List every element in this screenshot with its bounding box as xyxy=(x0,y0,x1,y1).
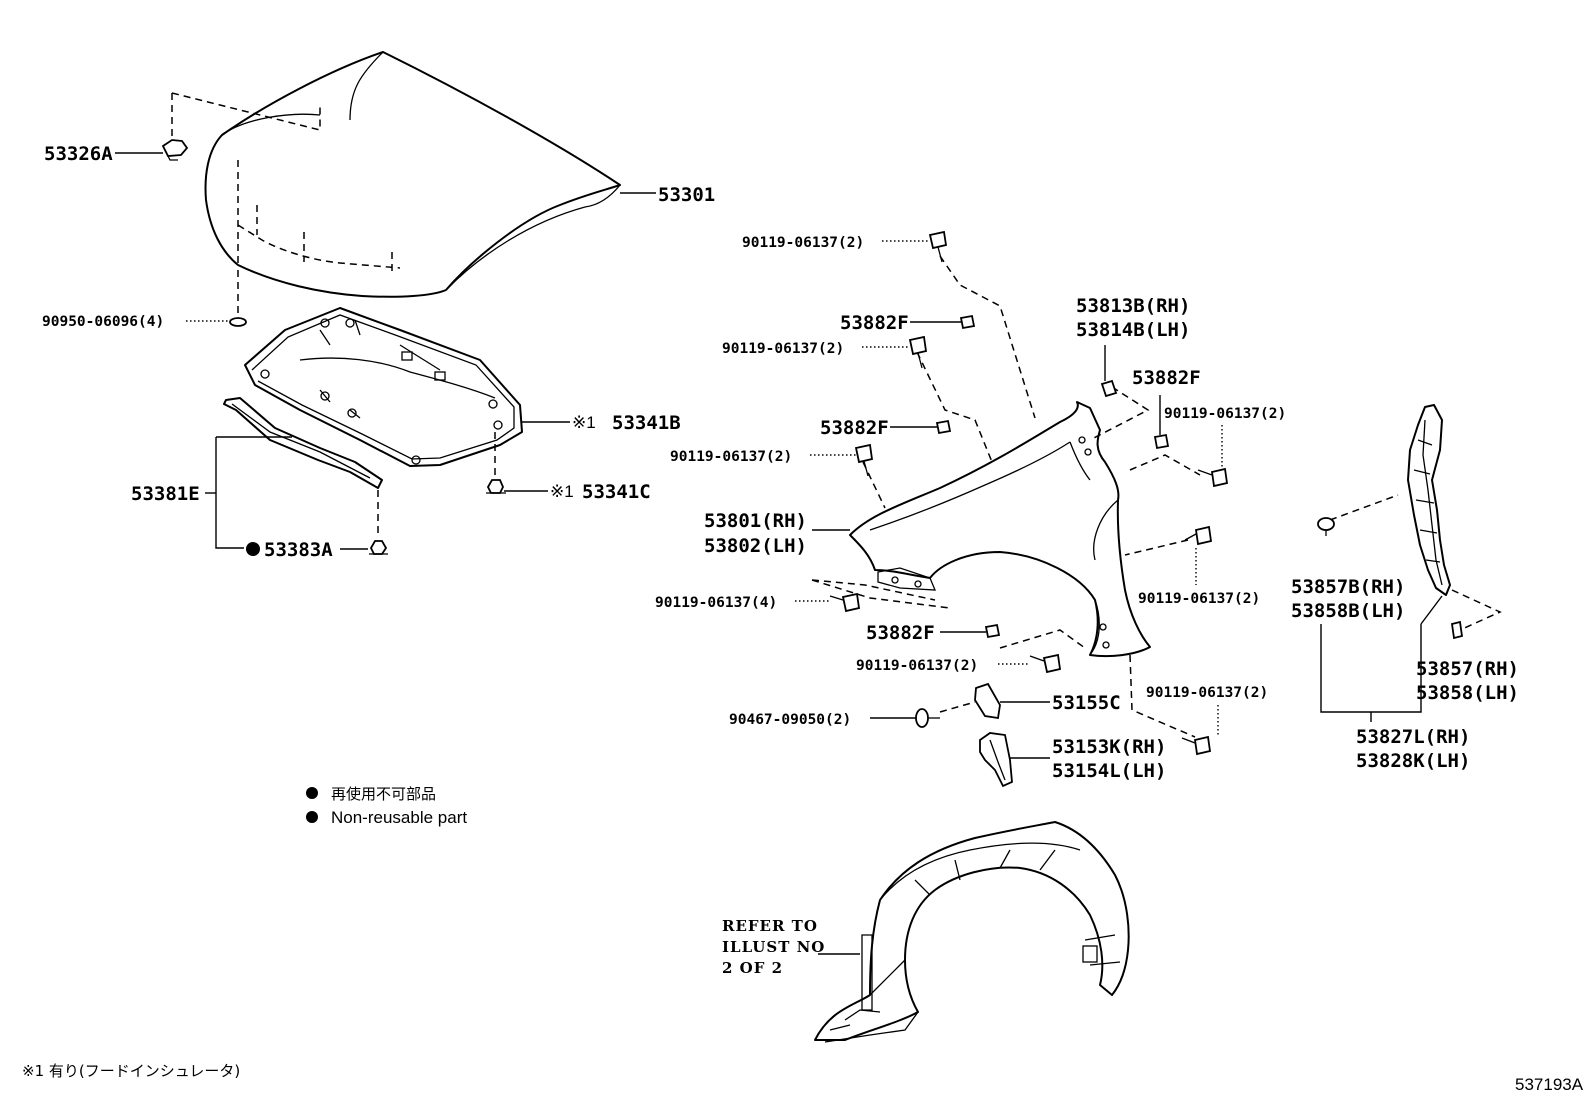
bolt-90119-6 xyxy=(1197,467,1229,488)
marker-53341b: ※1 xyxy=(572,413,596,432)
label-bolt-5: 90119-06137(2) xyxy=(856,658,978,674)
seal-53155c xyxy=(974,682,1001,720)
label-53155c: 53155C xyxy=(1052,692,1121,714)
insulator-clip-53341c xyxy=(486,432,506,494)
hood-clip-90950 xyxy=(229,270,247,327)
hood-insulator-53341b xyxy=(244,307,523,467)
label-53153k: 53153K(RH) xyxy=(1052,736,1166,758)
hood-seal-53381e xyxy=(223,397,383,489)
legend-dot-jp xyxy=(306,787,318,799)
label-90950: 90950-06096(4) xyxy=(42,314,164,330)
nut-53882f-1 xyxy=(959,314,976,330)
label-53828k: 53828K(LH) xyxy=(1356,750,1470,772)
marker-53341c: ※1 xyxy=(550,482,574,501)
refer-line-3: 2 OF 2 xyxy=(722,959,783,977)
label-bolt-4: 90119-06137(4) xyxy=(655,595,777,611)
label-53326a: 53326A xyxy=(44,143,113,165)
bolt-90119-2 xyxy=(908,335,928,369)
label-53857: 53857(RH) xyxy=(1416,658,1519,680)
label-53858b: 53858B(LH) xyxy=(1291,600,1405,622)
nut-53882f-2 xyxy=(935,419,952,435)
nut-53882f-4 xyxy=(1153,433,1170,450)
label-fender-lh: 53802(LH) xyxy=(704,535,807,557)
nonreusable-dot-53383a xyxy=(246,542,260,556)
bolt-90119-3 xyxy=(854,443,874,477)
bolt-90119-7 xyxy=(1184,525,1213,546)
fender-liner xyxy=(814,821,1130,1043)
label-53154l: 53154L(LH) xyxy=(1052,760,1166,782)
diagram-id: 537193A xyxy=(1515,1075,1584,1094)
refer-line-1: REFER TO xyxy=(722,917,818,935)
legend-jp: 再使用不可部品 xyxy=(331,785,436,803)
bolt-90119-4 xyxy=(829,592,861,613)
label-bolt-3: 90119-06137(2) xyxy=(670,449,792,465)
legend-dot-en xyxy=(306,811,318,823)
label-53341c: 53341C xyxy=(582,481,651,503)
label-53827l: 53827L(RH) xyxy=(1356,726,1470,748)
fender-seal-53827l xyxy=(1407,404,1451,596)
front-fender xyxy=(849,401,1151,658)
label-fender-rh: 53801(RH) xyxy=(704,510,807,532)
label-bolt-6: 90119-06137(2) xyxy=(1164,406,1286,422)
seal-53153k xyxy=(979,732,1013,788)
label-53813b: 53813B(RH) xyxy=(1076,295,1190,317)
label-bolt-8: 90119-06137(2) xyxy=(1146,685,1268,701)
bolt-90119-1 xyxy=(928,230,948,263)
label-53882f-3: 53882F xyxy=(866,622,935,644)
hood-hinge-dashline xyxy=(171,92,321,140)
label-53381e: 53381E xyxy=(131,483,200,505)
spacer-53813b xyxy=(1100,379,1118,398)
clip-53857 xyxy=(1450,620,1464,640)
footnote: ※1 有り(フードインシュレータ) xyxy=(22,1062,240,1080)
label-53383a: 53383A xyxy=(264,539,333,561)
legend-en: Non-reusable part xyxy=(331,808,467,827)
bolt-90119-5 xyxy=(1029,653,1062,674)
label-53882f-1: 53882F xyxy=(840,312,909,334)
seal-clip-53383a xyxy=(369,490,388,555)
label-53301: 53301 xyxy=(658,184,715,206)
label-53882f-4: 53882F xyxy=(1132,367,1201,389)
label-53857b: 53857B(RH) xyxy=(1291,576,1405,598)
clip-53857b xyxy=(1317,517,1335,536)
label-53341b: 53341B xyxy=(612,412,681,434)
label-bolt-2: 90119-06137(2) xyxy=(722,341,844,357)
label-53858: 53858(LH) xyxy=(1416,682,1519,704)
clip-90467 xyxy=(915,708,940,728)
nut-53882f-3 xyxy=(984,623,1001,639)
label-bolt-7: 90119-06137(2) xyxy=(1138,591,1260,607)
bolt-90119-8 xyxy=(1181,735,1212,756)
refer-line-2: ILLUST NO xyxy=(722,938,825,956)
label-clip-90467: 90467-09050(2) xyxy=(729,712,851,728)
hood-panel xyxy=(204,51,621,298)
label-53814b: 53814B(LH) xyxy=(1076,319,1190,341)
label-bolt-1: 90119-06137(2) xyxy=(742,235,864,251)
label-53882f-2: 53882F xyxy=(820,417,889,439)
hood-cushion-53326a xyxy=(161,139,189,161)
